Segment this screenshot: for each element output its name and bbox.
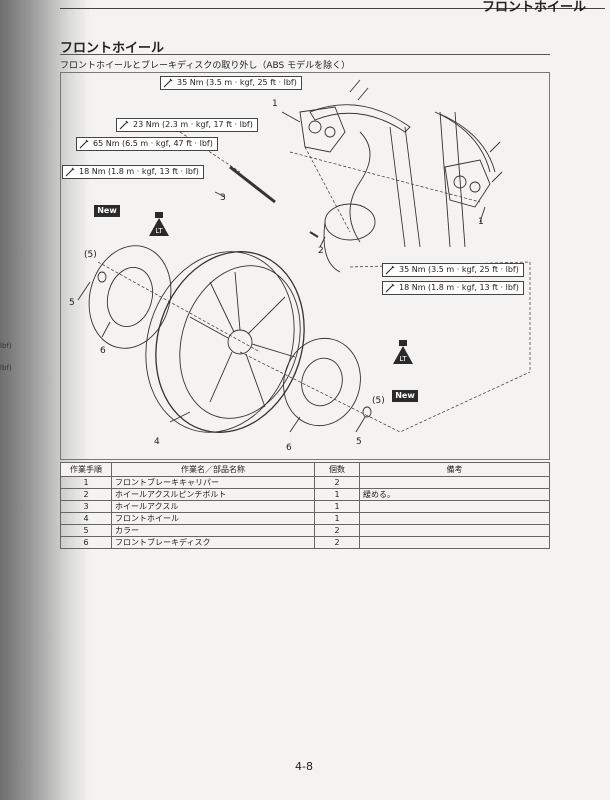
- table-row: 6 フロントブレーキディスク 2: [60, 536, 550, 549]
- table-cell: フロントブレーキディスク: [111, 536, 315, 549]
- torque-spec-text: 23 Nm (2.3 m · kgf, 17 ft · lbf): [133, 120, 253, 129]
- table-cell: 緩める。: [359, 488, 550, 501]
- table-cell: 3: [60, 500, 112, 513]
- new-part-badge: New: [392, 390, 418, 402]
- table-cell: 1: [314, 512, 360, 525]
- table-header-row: 作業手順 作業名／部品名称 個数 備考: [60, 462, 550, 477]
- parts-procedure-table: 作業手順 作業名／部品名称 個数 備考 1 フロントブレーキキャリパー 2 2 …: [60, 462, 550, 549]
- table-cell: ホイールアクスル: [111, 500, 315, 513]
- torque-spec-pinch-bolt: 23 Nm (2.3 m · kgf, 17 ft · lbf): [116, 118, 258, 132]
- table-cell: 1: [60, 476, 112, 489]
- torque-spec-disc-right: 18 Nm (1.8 m · kgf, 13 ft · lbf): [382, 281, 524, 295]
- table-cell: 5: [60, 524, 112, 537]
- new-part-badge: New: [94, 205, 120, 217]
- torque-wrench-icon: [385, 265, 395, 275]
- part-callout: (5): [372, 396, 385, 406]
- part-callout: 4: [154, 437, 160, 447]
- column-header: 備考: [359, 462, 550, 477]
- part-callout: 1: [478, 217, 484, 227]
- torque-wrench-icon: [163, 78, 173, 88]
- page-binding-shadow: [0, 0, 90, 800]
- column-header: 作業名／部品名称: [111, 462, 315, 477]
- torque-wrench-icon: [385, 283, 395, 293]
- table-cell: フロントホイール: [111, 512, 315, 525]
- torque-spec-text: 18 Nm (1.8 m · kgf, 13 ft · lbf): [79, 167, 199, 176]
- locktite-icon: LT: [393, 340, 413, 364]
- torque-wrench-icon: [65, 167, 75, 177]
- header-rule: [60, 8, 605, 9]
- table-row: 5 カラー 2: [60, 524, 550, 537]
- part-callout: 3: [220, 193, 226, 203]
- part-callout: (5): [84, 250, 97, 260]
- table-cell: ホイールアクスルピンチボルト: [111, 488, 315, 501]
- table-cell: 2: [314, 476, 360, 489]
- torque-spec-text: 35 Nm (3.5 m · kgf, 25 ft · lbf): [399, 265, 519, 274]
- table-cell: [359, 476, 550, 489]
- part-callout: 5: [356, 437, 362, 447]
- part-callout: 1: [272, 99, 278, 109]
- diagram-frame: [60, 72, 550, 460]
- section-title: フロントホイール: [60, 41, 165, 56]
- locktite-icon: LT: [149, 212, 169, 236]
- table-cell: 6: [60, 536, 112, 549]
- table-cell: フロントブレーキキャリパー: [111, 476, 315, 489]
- table-cell: [359, 536, 550, 549]
- table-cell: 1: [314, 488, 360, 501]
- exploded-wheel-diagram: [77, 79, 531, 433]
- table-row: 2 ホイールアクスルピンチボルト 1 緩める。: [60, 488, 550, 501]
- locktite-label: LT: [399, 355, 407, 363]
- table-cell: カラー: [111, 524, 315, 537]
- torque-spec-caliper-bolt-right: 35 Nm (3.5 m · kgf, 25 ft · lbf): [382, 263, 524, 277]
- table-cell: [359, 500, 550, 513]
- part-callout: 5: [69, 298, 75, 308]
- table-row: 3 ホイールアクスル 1: [60, 500, 550, 513]
- torque-spec-caliper-bolt: 35 Nm (3.5 m · kgf, 25 ft · lbf): [160, 76, 302, 90]
- left-page-fragment: lbf): [0, 342, 12, 350]
- column-header: 個数: [314, 462, 360, 477]
- locktite-label: LT: [155, 227, 163, 235]
- torque-wrench-icon: [79, 139, 89, 149]
- part-callout: 2: [318, 246, 324, 256]
- table-cell: 4: [60, 512, 112, 525]
- table-cell: 2: [314, 524, 360, 537]
- torque-spec-text: 18 Nm (1.8 m · kgf, 13 ft · lbf): [399, 283, 519, 292]
- table-cell: [359, 524, 550, 537]
- torque-spec-axle: 65 Nm (6.5 m · kgf, 47 ft · lbf): [76, 137, 218, 151]
- torque-spec-text: 35 Nm (3.5 m · kgf, 25 ft · lbf): [177, 78, 297, 87]
- table-cell: 2: [60, 488, 112, 501]
- part-callout: 6: [100, 346, 106, 356]
- table-cell: [359, 512, 550, 525]
- table-cell: 2: [314, 536, 360, 549]
- procedure-subtitle: フロントホイールとブレーキディスクの取り外し（ABS モデルを除く）: [60, 61, 351, 71]
- header-title: フロントホイール: [481, 0, 586, 15]
- part-callout: 6: [286, 443, 292, 453]
- table-row: 4 フロントホイール 1: [60, 512, 550, 525]
- torque-wrench-icon: [119, 120, 129, 130]
- left-page-fragment: lbf): [0, 364, 12, 372]
- torque-spec-text: 65 Nm (6.5 m · kgf, 47 ft · lbf): [93, 139, 213, 148]
- section-rule: [60, 54, 550, 55]
- page-number: 4-8: [295, 760, 313, 773]
- torque-spec-disc-left: 18 Nm (1.8 m · kgf, 13 ft · lbf): [62, 165, 204, 179]
- column-header: 作業手順: [60, 462, 112, 477]
- table-cell: 1: [314, 500, 360, 513]
- table-row: 1 フロントブレーキキャリパー 2: [60, 476, 550, 489]
